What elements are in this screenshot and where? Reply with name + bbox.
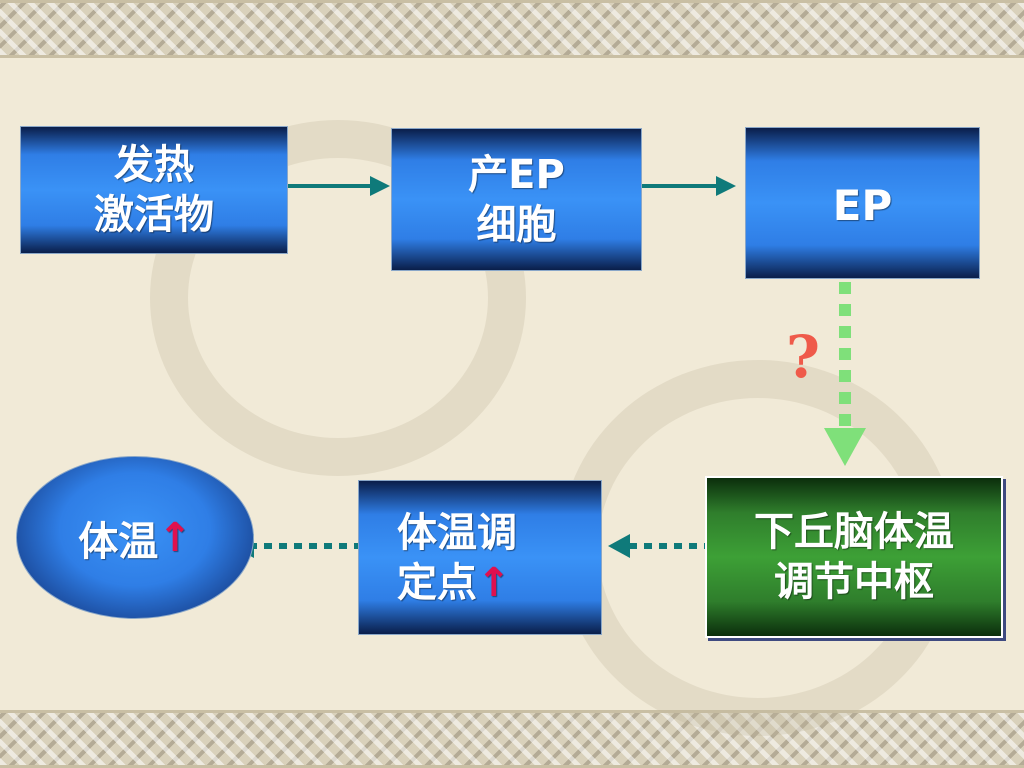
node-label: 体温: [78, 518, 159, 565]
up-arrow-icon: ↑: [477, 559, 511, 606]
up-arrow-icon: ↑: [158, 514, 192, 561]
node-line: 激活物: [94, 192, 214, 238]
node-set-point: 体温调 定点↑: [358, 480, 602, 635]
question-mark: ?: [786, 323, 820, 391]
node-label: EP: [832, 181, 893, 230]
node-line: 体温调: [397, 509, 517, 556]
node-line: 下丘脑体温: [754, 509, 954, 555]
node-fever-activator: 发热 激活物: [20, 126, 288, 254]
dashed-arrow-hypothalamus-to-setpoint: [608, 534, 712, 558]
dashed-arrow-ep-to-hypothalamus: [824, 282, 866, 466]
top-decorative-border: [0, 0, 1024, 58]
node-line: 产EP: [468, 151, 565, 198]
node-ep-producing-cells: 产EP 细胞: [391, 128, 642, 271]
node-line: 发热: [114, 142, 194, 188]
node-line: 细胞: [476, 201, 557, 248]
node-hypothalamus-center: 下丘脑体温 调节中枢: [705, 476, 1003, 638]
node-line-text: 定点: [397, 559, 477, 606]
node-body-temperature: 体温↑: [16, 456, 254, 619]
node-line: 调节中枢: [774, 559, 934, 605]
node-ep: EP: [745, 127, 980, 279]
node-line: 定点↑: [397, 558, 511, 608]
arrow-activator-to-cells: [288, 176, 390, 196]
bottom-decorative-border: [0, 710, 1024, 768]
